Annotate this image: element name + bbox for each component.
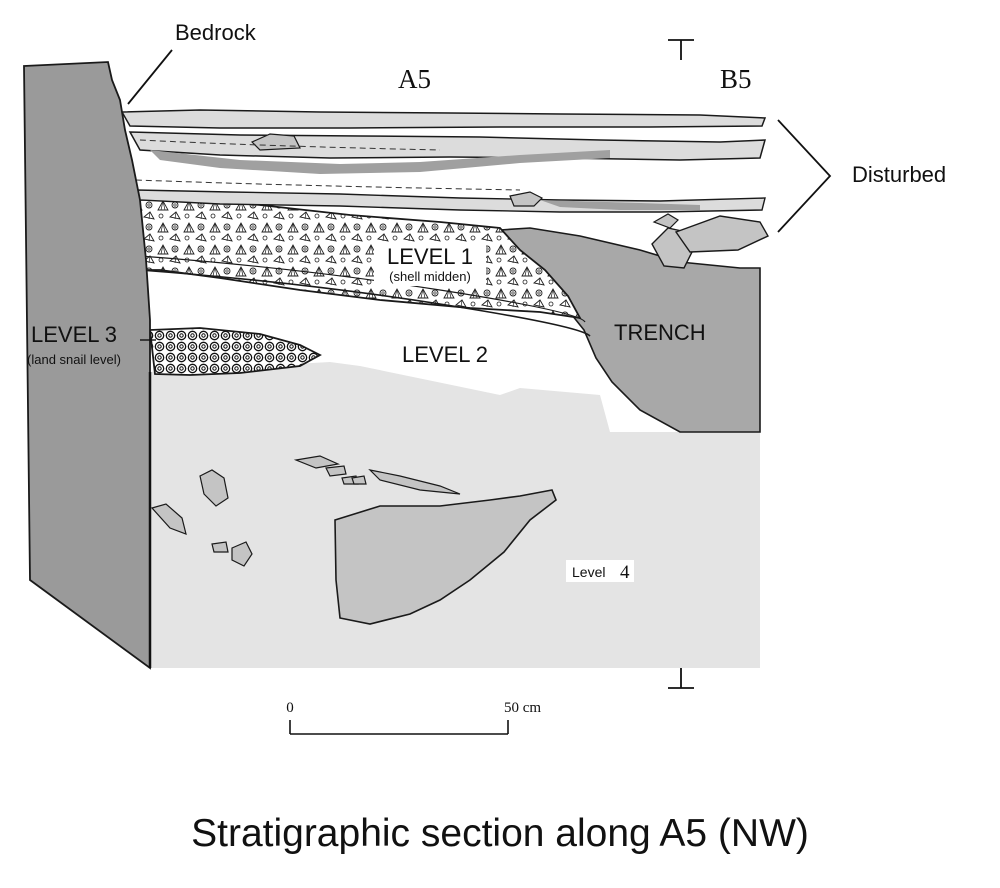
disturbed-bracket (777, 119, 832, 233)
disturbed-dark-lens (150, 150, 610, 174)
rock-level4-d (231, 541, 253, 567)
level1-label-bg (374, 244, 486, 286)
disturbed-dashed-line-2 (135, 179, 521, 191)
rock-level4-b (150, 503, 187, 535)
disturbed-rock-top (250, 133, 301, 151)
rock-trench-2 (674, 215, 769, 253)
level3-sublabel: (land snail level) (27, 352, 121, 367)
figure-caption: Stratigraphic section along A5 (NW) (191, 812, 809, 855)
section-marker-bottom (668, 668, 694, 689)
bedrock-leader-line (127, 49, 173, 105)
level1-label: LEVEL 1 (387, 244, 473, 269)
bedrock-label: Bedrock (175, 20, 257, 45)
trench-label: TRENCH (614, 320, 706, 345)
level2-upper-band (139, 255, 586, 323)
grid-label-a5: A5 (398, 64, 431, 94)
rock-level4-f (325, 465, 347, 477)
disturbed-rock-small (509, 191, 544, 207)
rock-level4-h (351, 475, 367, 485)
scale-bar-end-label: 50 cm (504, 700, 541, 716)
rock-trench-3 (652, 213, 679, 229)
level4-label-bg (566, 560, 634, 582)
level4-label-word: Level (572, 564, 605, 580)
section-marker-top (668, 39, 694, 60)
bedrock-wall (23, 61, 151, 670)
disturbed-band-top (120, 109, 767, 129)
rock-level4-elongated (368, 469, 461, 495)
scale-bar (289, 720, 509, 735)
level2-label: LEVEL 2 (402, 342, 488, 367)
scale-bar-start-label: 0 (286, 700, 294, 716)
grid-label-b5: B5 (720, 64, 752, 94)
level1-sublabel: (shell midden) (389, 269, 471, 284)
disturbed-label: Disturbed (852, 162, 946, 187)
rock-level4-a (199, 469, 229, 507)
disturbed-band-second (128, 131, 766, 161)
level4-label-number: 4 (620, 562, 630, 583)
rock-level4-c (211, 541, 229, 553)
disturbed-dark-wedge (540, 200, 700, 210)
rock-level4-large (334, 489, 557, 625)
disturbed-dashed-line-1 (139, 139, 441, 151)
level3-land-snail-lens (148, 327, 322, 376)
level3-label: LEVEL 3 (31, 322, 117, 347)
level1-lower-boundary (139, 269, 591, 337)
level1-shell-midden (139, 197, 582, 320)
rock-level4-e (293, 455, 341, 469)
